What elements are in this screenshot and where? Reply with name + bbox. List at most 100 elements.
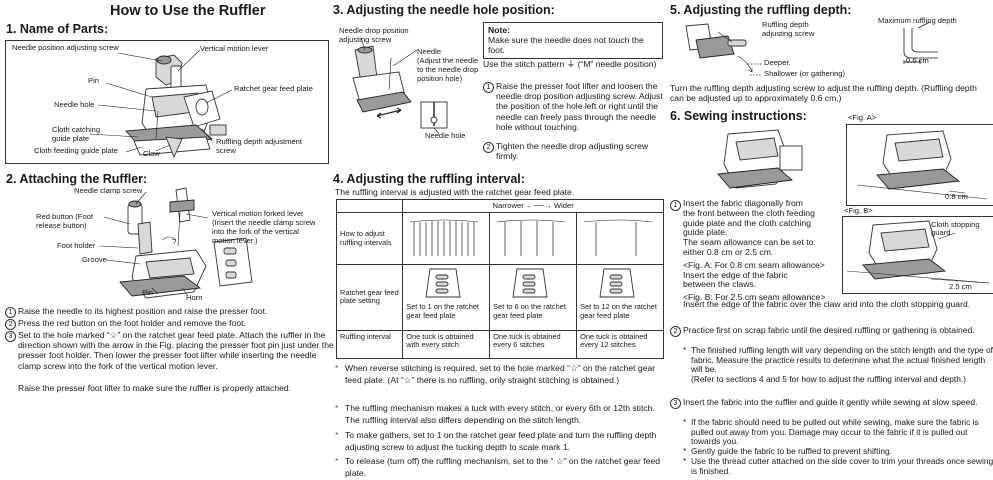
setting-1-text: Set to 1 on the ratchet gear feed plate — [406, 302, 479, 320]
feed-plate-setting-12-icon — [599, 268, 635, 298]
sewing-step-1: 1 Insert the fabric diagonally from the … — [670, 198, 851, 303]
interval-1-text: One tuck is obtained with every stitch — [402, 329, 491, 359]
column-right: 5. Adjusting the ruffling depth: Rufflin… — [668, 0, 993, 480]
label-cloth-feeding-guide-plate: Cloth feeding guide plate — [34, 146, 119, 155]
label-pin-2: Pin — [142, 288, 153, 297]
ruffling-depth-illustration — [685, 21, 938, 76]
sewing-step-3-note-1: If the fabric should need to be pulled o… — [683, 417, 993, 447]
label-ruffling-depth-screw-2: screw — [216, 146, 236, 155]
section-3-heading: 3. Adjusting the needle hole position: — [333, 3, 555, 17]
row-label-feed-plate: Ratchet gear feed plate setting — [335, 263, 404, 331]
setting-6-text: Set to 6 on the ratchet gear feed plate — [493, 302, 566, 320]
interval-12-text: One tuck is obtained every 12 stitches — [576, 329, 664, 359]
interval-6-text: One tuck is obtained every 6 stitches — [489, 329, 578, 359]
note-text: Make sure the needle does not touch the … — [488, 35, 644, 56]
wider-label: Wider — [553, 201, 574, 210]
label-deeper: Deeper. — [764, 58, 791, 67]
label-needle-drop-screw-2: adjusting screw — [339, 35, 392, 44]
label-needle-drop-screw: Needle drop position — [339, 26, 409, 35]
label-cloth-catching: Cloth catching — [52, 125, 101, 134]
row-label-how-to-adjust: How to adjust ruffling intervals — [335, 212, 404, 265]
fig-b-measure: 2.5 cm — [949, 282, 972, 291]
label-ratchet-gear-feed-plate: Ratchet gear feed plate — [234, 84, 313, 93]
label-groove: Groove — [82, 255, 107, 264]
label-vertical-motion-lever: Vertical motion lever — [200, 44, 269, 53]
label-0-6cm: 0.6 cm — [906, 56, 929, 65]
label-needle-3: to the needle drop — [417, 65, 479, 74]
setting-12-text: Set to 12 on the ratchet gear feed plate — [580, 302, 657, 320]
bullet-gathers: To make gathers, set to 1 on the ratchet… — [335, 430, 667, 453]
label-horn: Horn — [186, 293, 203, 302]
section-5-heading: 5. Adjusting the ruffling depth: — [670, 3, 852, 17]
note-title: Note: — [488, 25, 510, 35]
attach-final-line: Raise the presser foot lifter to make su… — [18, 383, 292, 393]
label-needle-4: position hole) — [417, 74, 463, 83]
sewing-step-3-note-2: Gently guide the fabric to be ruffled to… — [683, 446, 993, 457]
fig-a-box: 0.8 cm — [846, 124, 993, 206]
fig-b-guard-label: Cloth stopping — [931, 220, 980, 229]
label-needle-2: (Adjust the needle — [417, 56, 479, 65]
note-box: Note: Make sure the needle does not touc… — [483, 22, 663, 59]
direction-arrow-icon: ←──→ — [525, 201, 554, 210]
section-4-intro: The ruffling interval is adjusted with t… — [335, 187, 575, 197]
label-foot-holder: Foot holder — [57, 241, 96, 250]
attaching-illustration — [99, 187, 253, 299]
label-pin: Pin — [88, 76, 99, 85]
medium-ruffle-icon — [497, 220, 566, 257]
section-6-heading: 6. Sewing instructions: — [670, 109, 807, 123]
fig-a-label: <Fig. A> — [848, 113, 877, 122]
feed-plate-setting-1-icon — [425, 268, 461, 298]
bullet-reverse-stitching: When reverse stitching is required, set … — [335, 363, 667, 386]
star-symbol: ☆ — [403, 374, 412, 385]
bullet-release: To release (turn off) the ruffling mecha… — [335, 456, 667, 479]
wide-ruffle-icon — [584, 220, 653, 257]
label-shallower: Shallower (or gathering) — [764, 69, 846, 78]
fig-b-label: <Fig. B> — [844, 206, 873, 215]
label-needle-clamp-screw: Needle clamp screw — [74, 186, 143, 195]
label-needle: Needle — [417, 47, 442, 56]
label-depth-screw: Ruffling depth — [762, 20, 809, 29]
main-title: How to Use the Ruffler — [110, 3, 266, 19]
label-red-button: Red button (Foot — [36, 212, 93, 221]
label-red-button-2: release button) — [36, 221, 87, 230]
label-needle-position-screw: Needle position adjusting screw — [12, 43, 119, 52]
row-label-interval: Ruffling interval — [335, 329, 404, 359]
fig-b-instructions: Insert the edge of the fabric over the c… — [683, 299, 971, 309]
sewing-illustration — [717, 129, 803, 189]
sewing-step-2-note: The finished ruffling length will vary d… — [683, 345, 993, 384]
stitch-pattern-text: Use the stitch pattern ⏚ (“M” needle pos… — [483, 59, 657, 69]
label-fork-lever-2: (Insert the needle clamp screw — [212, 218, 316, 227]
section-2-heading: 2. Attaching the Ruffler: — [6, 172, 148, 186]
label-fork-lever-3: into the fork of the vertical — [212, 227, 299, 236]
bullet-tuck: The ruffling mechanism makes a tuck with… — [335, 403, 667, 426]
fig-b-guard-label-2: guard — [931, 228, 951, 237]
label-fork-lever: Vertical motion forked lever — [212, 209, 304, 218]
column-left: How to Use the Ruffler 1. Name of Parts: — [0, 0, 334, 480]
label-ruffling-depth-screw: Ruffling depth adjustment — [216, 137, 302, 146]
label-max-depth: Maximum ruffling depth — [878, 16, 957, 25]
depth-instructions: Turn the ruffling depth adjusting screw … — [670, 83, 977, 104]
fig-a-measure: 0.8 cm — [945, 192, 968, 201]
sewing-step-3-note-3: Use the thread cutter attached on the si… — [683, 456, 993, 476]
narrower-label: Narrower — [492, 201, 524, 210]
label-depth-screw-2: adjusting screw — [762, 29, 815, 38]
column-middle: 3. Adjusting the needle hole position: N… — [333, 0, 665, 480]
star-symbol: ☆ — [569, 363, 578, 373]
fig-b-box: Cloth stopping guard 2.5 cm — [842, 216, 993, 294]
needle-hole-illustration — [352, 37, 448, 135]
stitch-pattern-symbol: ⏚ — [566, 59, 576, 69]
ruffling-interval-table: Narrower ←──→ Wider How to adjust ruffli… — [335, 198, 664, 359]
section-4-heading: 4. Adjusting the ruffling interval: — [333, 172, 525, 186]
label-needle-hole: Needle hole — [54, 100, 95, 109]
star-symbol: ☆ — [555, 456, 564, 466]
feed-plate-setting-6-icon — [512, 268, 548, 298]
fig-a-illustration — [856, 130, 988, 200]
label-needle-hole-2: Needle hole — [425, 131, 466, 140]
